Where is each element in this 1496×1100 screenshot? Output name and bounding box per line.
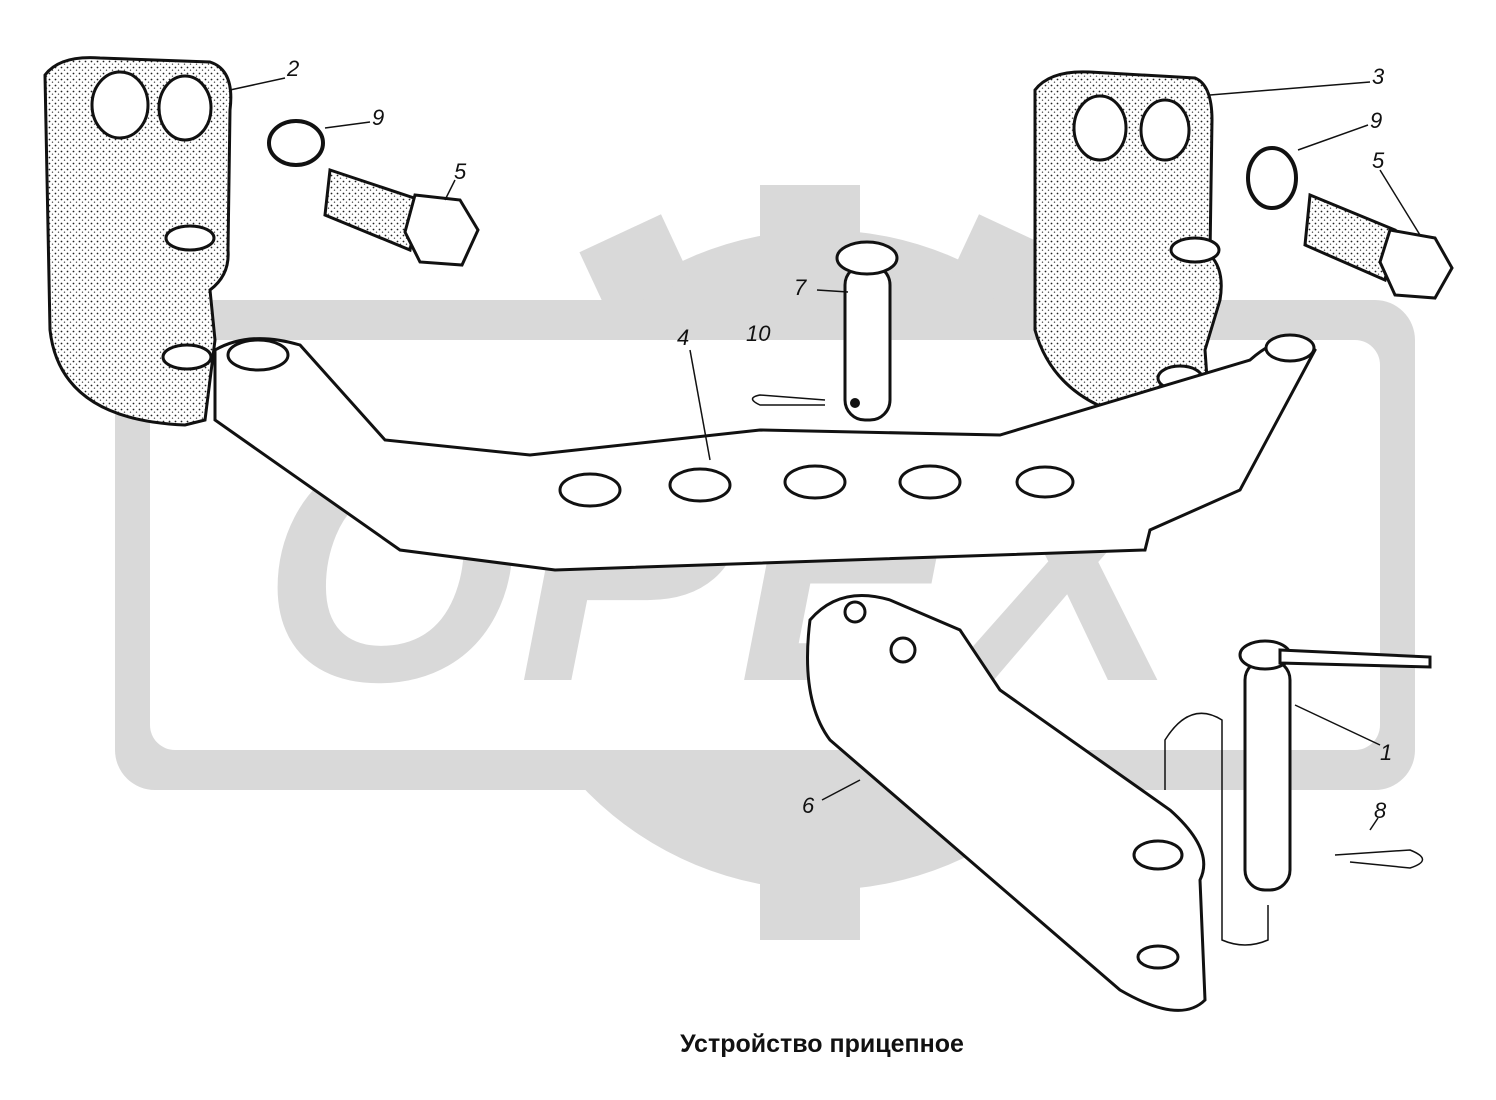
drawbar-part-6 [806,594,1207,1012]
callout-8: 8 [1374,798,1387,823]
callout-10: 10 [746,321,771,346]
ring-part-9-right [1246,146,1298,210]
callout-7: 7 [794,275,807,300]
diagram-caption: Устройство прицепное [680,1030,964,1058]
callout-3: 3 [1372,64,1385,89]
cotter-pin-part-10 [751,394,826,406]
pin-part-7 [835,240,899,422]
drawbar-beam-part-4 [213,333,1317,572]
cotter-pin-part-8 [1334,849,1424,869]
callout-2: 2 [287,56,300,81]
bolt-part-5-right [1303,192,1454,300]
callout-4: 4 [677,325,690,350]
leader-lines [229,77,1421,831]
pin-part-1 [1164,639,1432,946]
callout-6: 6 [802,793,815,818]
callout-9-left: 9 [372,105,385,130]
callout-1: 1 [1380,740,1393,765]
ring-part-9-left [267,119,325,167]
callout-5-right: 5 [1372,148,1385,173]
bracket-right-part-3 [1033,70,1223,427]
bracket-left-part-2 [43,56,233,427]
callout-5-left: 5 [454,159,467,184]
callout-9-right: 9 [1370,108,1383,133]
bolt-part-5-left [323,167,480,267]
